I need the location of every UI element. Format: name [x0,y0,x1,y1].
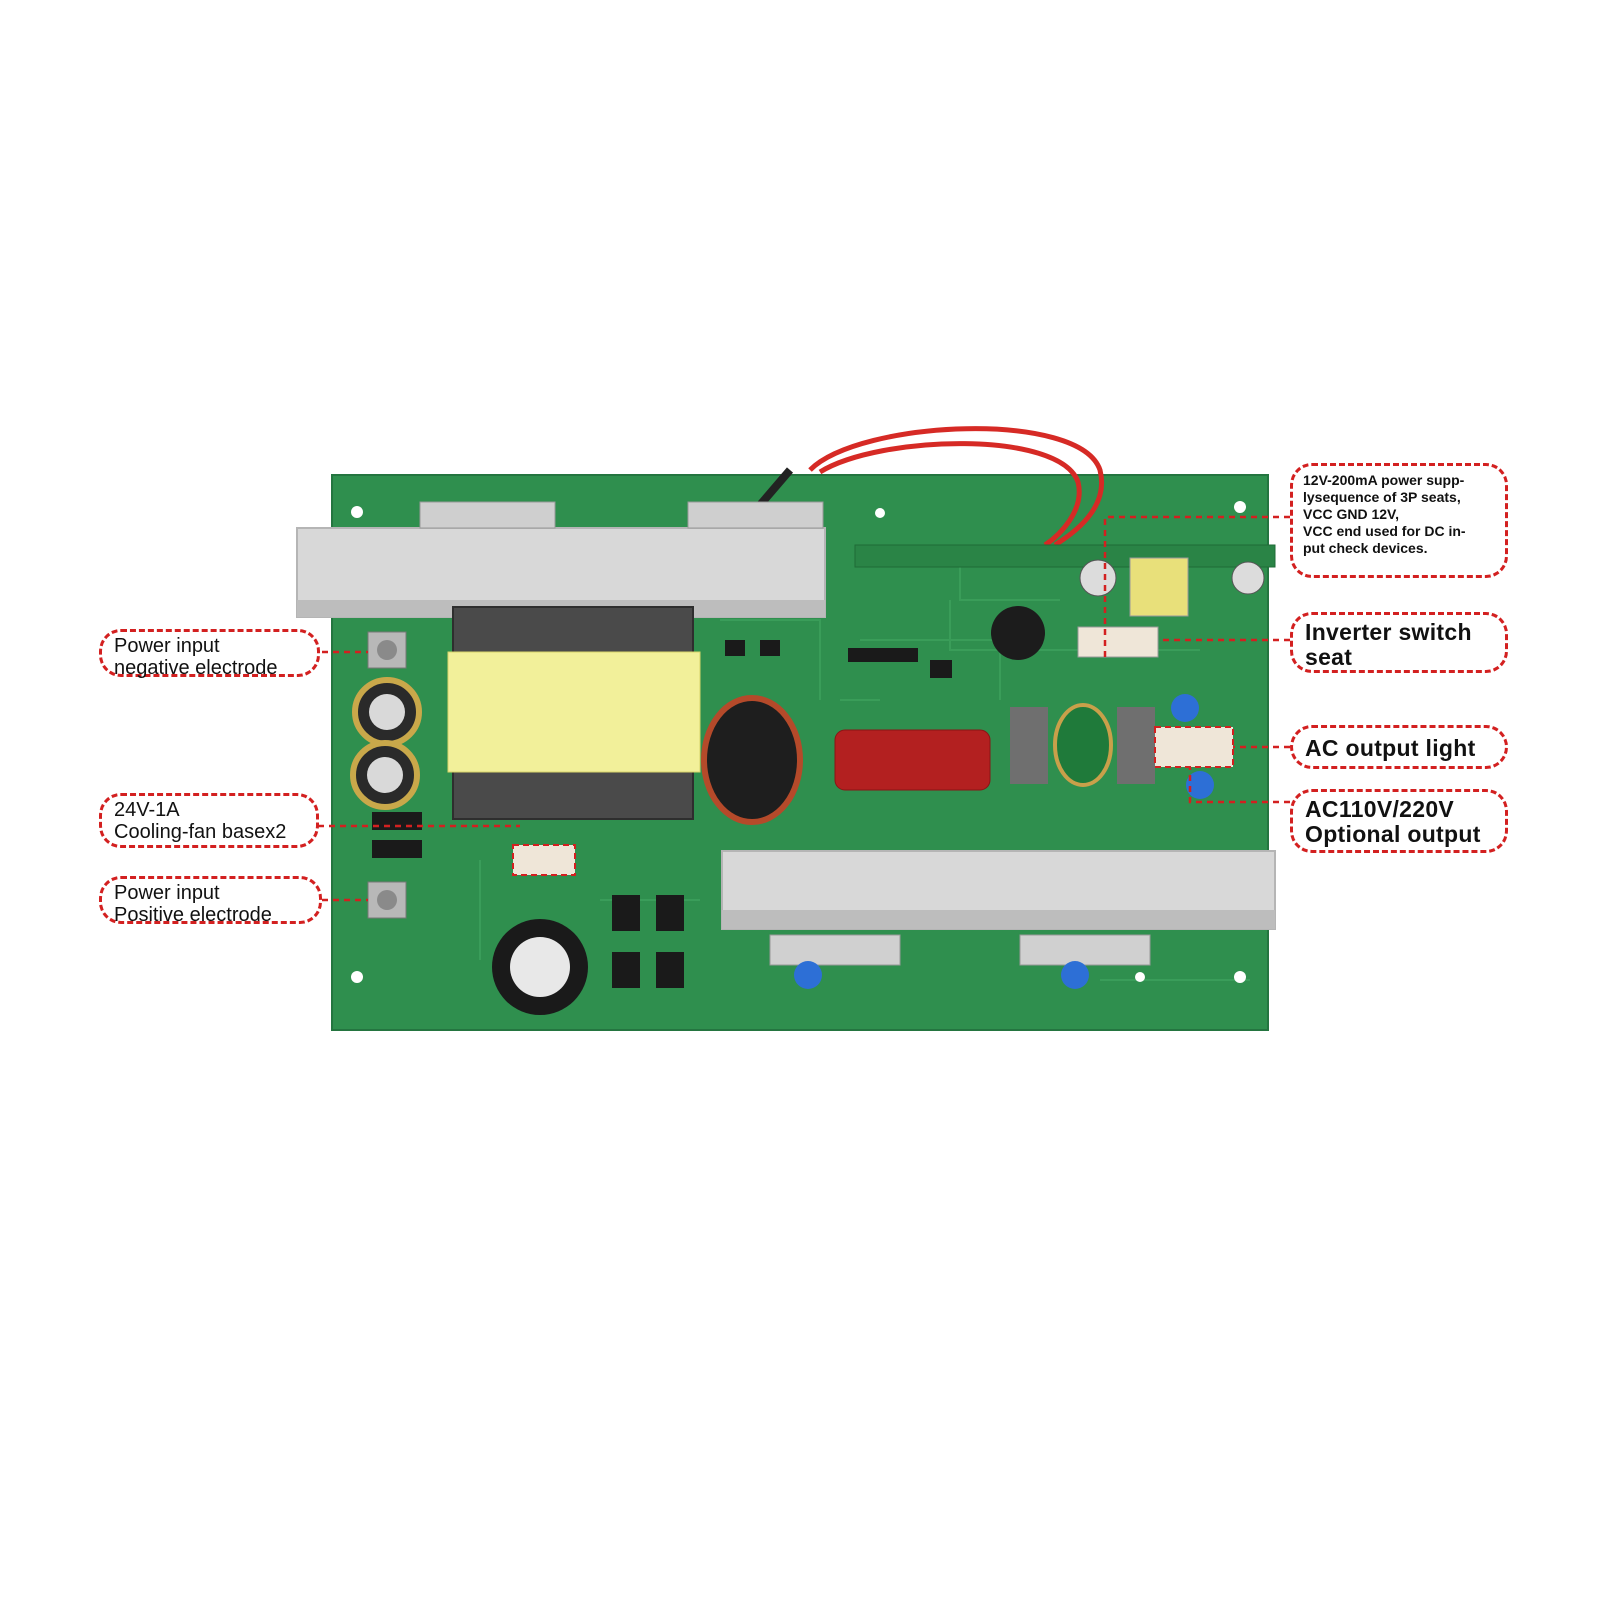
callout-inverter-switch-line1: Inverter switch [1305,619,1472,645]
control-daughterboard [854,544,1276,568]
callout-fan-base-line2: Cooling-fan basex2 [114,821,287,843]
callout-power-supply-line2: lysequence of 3P seats, [1303,489,1461,505]
callout-ac-output-light-line1: AC output light [1305,735,1476,761]
switch-seat-connector [1077,626,1159,658]
callout-negative-input: Power input negative electrode [99,629,320,679]
callout-ac-output-line2: Optional output [1305,821,1481,847]
callout-inverter-switch: Inverter switch seat [1290,612,1508,673]
green-choke [1053,703,1113,787]
black-wire [756,467,794,508]
transformer-tape [447,651,701,773]
callout-power-supply-line4: VCC end used for DC in- [1303,523,1466,539]
callout-negative-input-line1: Power input [114,635,220,657]
callout-ac-output: AC110V/220V Optional output [1290,789,1508,853]
callout-positive-input-line1: Power input [114,882,220,904]
ac-output-connector [1154,726,1234,768]
callout-ac-output-line1: AC110V/220V [1305,796,1455,822]
callout-inverter-switch-line2: seat [1305,644,1353,670]
callout-power-supply-line3: VCC GND 12V, [1303,506,1399,522]
callout-negative-input-line2: negative electrode [114,657,278,679]
film-capacitor [834,729,991,791]
fan-header-1 [372,812,422,830]
fan-connector [512,844,576,876]
callout-ac-output-light: AC output light [1290,725,1508,769]
callout-power-supply-line5: put check devices. [1303,540,1428,556]
callout-fan-base: 24V-1A Cooling-fan basex2 [99,793,319,848]
fan-header-2 [372,840,422,858]
toroid-choke [701,695,803,825]
leader-lines [318,515,1290,902]
callout-positive-input: Power input Positive electrode [99,876,322,926]
callout-power-supply-line1: 12V-200mA power supp- [1303,472,1465,488]
mosfets [612,895,684,988]
buzzer [991,606,1045,660]
red-wire-1 [808,426,1105,548]
mounting-holes [351,501,1246,983]
callout-fan-base-line1: 24V-1A [114,799,180,821]
callout-positive-input-line2: Positive electrode [114,904,272,926]
red-wire-2 [818,441,1082,548]
callout-power-supply-seat: 12V-200mA power supp- lysequence of 3P s… [1290,463,1508,578]
